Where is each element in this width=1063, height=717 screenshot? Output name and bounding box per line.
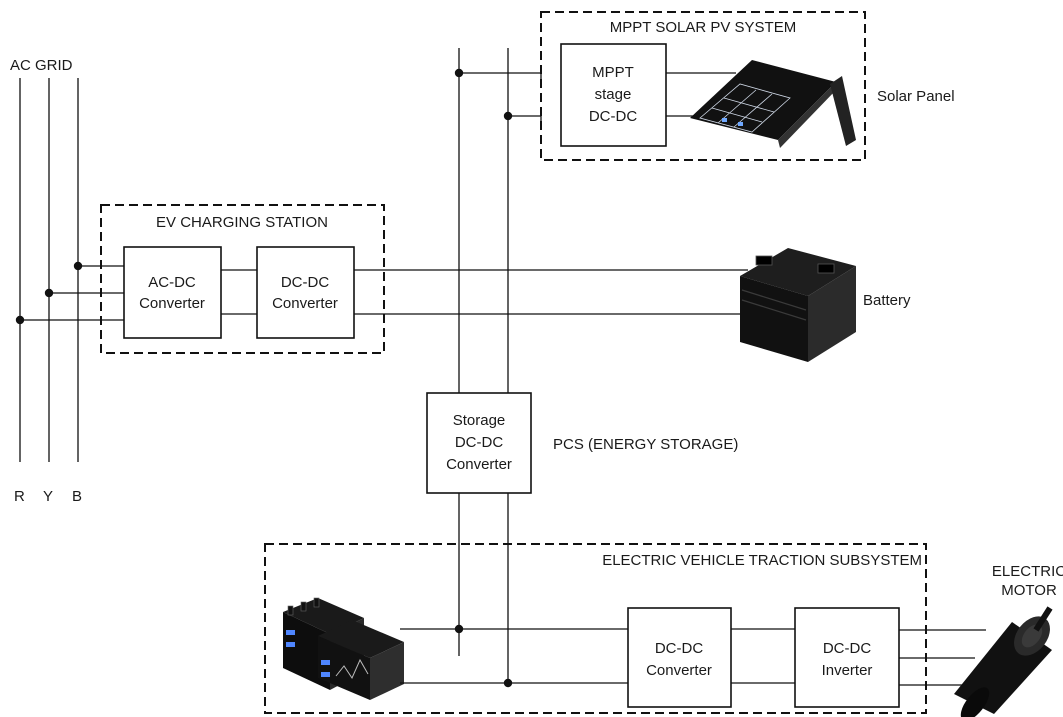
dc-dc-converter-charging-line1: DC-DC xyxy=(281,274,329,291)
ac-dc-converter-block xyxy=(123,246,222,339)
solar-panel-label: Solar Panel xyxy=(877,88,955,105)
solar-panel-icon xyxy=(690,60,856,148)
dc-dc-converter-charging-block xyxy=(256,246,355,339)
phase-label-r: R xyxy=(14,488,25,505)
storage-converter-line1: Storage xyxy=(453,412,506,429)
traction-subsystem-title: ELECTRIC VEHICLE TRACTION SUBSYSTEM xyxy=(602,552,922,569)
ac-grid-title: AC GRID xyxy=(10,57,73,74)
ev-charging-station-title: EV CHARGING STATION xyxy=(156,214,328,231)
battery-label: Battery xyxy=(863,292,911,309)
acdc-to-dcdc-wires xyxy=(221,269,257,315)
dc-bus-lines xyxy=(458,48,509,683)
dc-dc-inverter-line1: DC-DC xyxy=(823,640,871,657)
ac-dc-converter-line1: AC-DC xyxy=(148,274,196,291)
storage-dc-dc-converter-block xyxy=(426,392,532,494)
mppt-stage-line3: DC-DC xyxy=(589,108,637,125)
pcs-energy-storage-label: PCS (ENERGY STORAGE) xyxy=(553,436,738,453)
traction-bus-wires xyxy=(400,624,628,688)
storage-converter-line2: DC-DC xyxy=(455,434,503,451)
mppt-stage-line2: stage xyxy=(595,86,632,103)
storage-converter-line3: Converter xyxy=(446,456,512,473)
electric-motor-label-line1: ELECTRIC xyxy=(992,563,1063,580)
dc-dc-converter-charging-line2: Converter xyxy=(272,295,338,312)
dc-dc-converter-traction-block xyxy=(627,607,732,708)
bus-to-mppt-wires xyxy=(454,66,542,124)
electric-motor-label-line2: MOTOR xyxy=(1001,582,1057,599)
inverter-to-motor-wires xyxy=(899,629,986,686)
electric-motor-icon xyxy=(954,606,1053,717)
mppt-solar-pv-system-title: MPPT SOLAR PV SYSTEM xyxy=(610,19,796,36)
mppt-solar-pv-system-group xyxy=(540,11,866,161)
dc-dc-converter-traction-line1: DC-DC xyxy=(655,640,703,657)
dc-dc-converter-traction-line2: Converter xyxy=(646,662,712,679)
car-battery-icon xyxy=(740,248,856,362)
ev-charging-station-group xyxy=(100,204,385,354)
mppt-stage-line1: MPPT xyxy=(592,64,634,81)
phase-label-y: Y xyxy=(43,488,53,505)
dc-dc-inverter-block xyxy=(794,607,900,708)
ac-dc-converter-line2: Converter xyxy=(139,295,205,312)
traction-subsystem-group xyxy=(264,543,927,714)
phase-label-b: B xyxy=(72,488,82,505)
grid-tap-wires xyxy=(15,261,124,325)
converter-to-inverter-wires xyxy=(731,628,795,684)
ac-grid-phase-lines xyxy=(19,78,79,462)
battery-pack-icon xyxy=(283,597,404,700)
dc-dc-inverter-line2: Inverter xyxy=(822,662,873,679)
charging-to-battery-wires xyxy=(354,269,748,315)
mppt-stage-block xyxy=(560,43,667,147)
